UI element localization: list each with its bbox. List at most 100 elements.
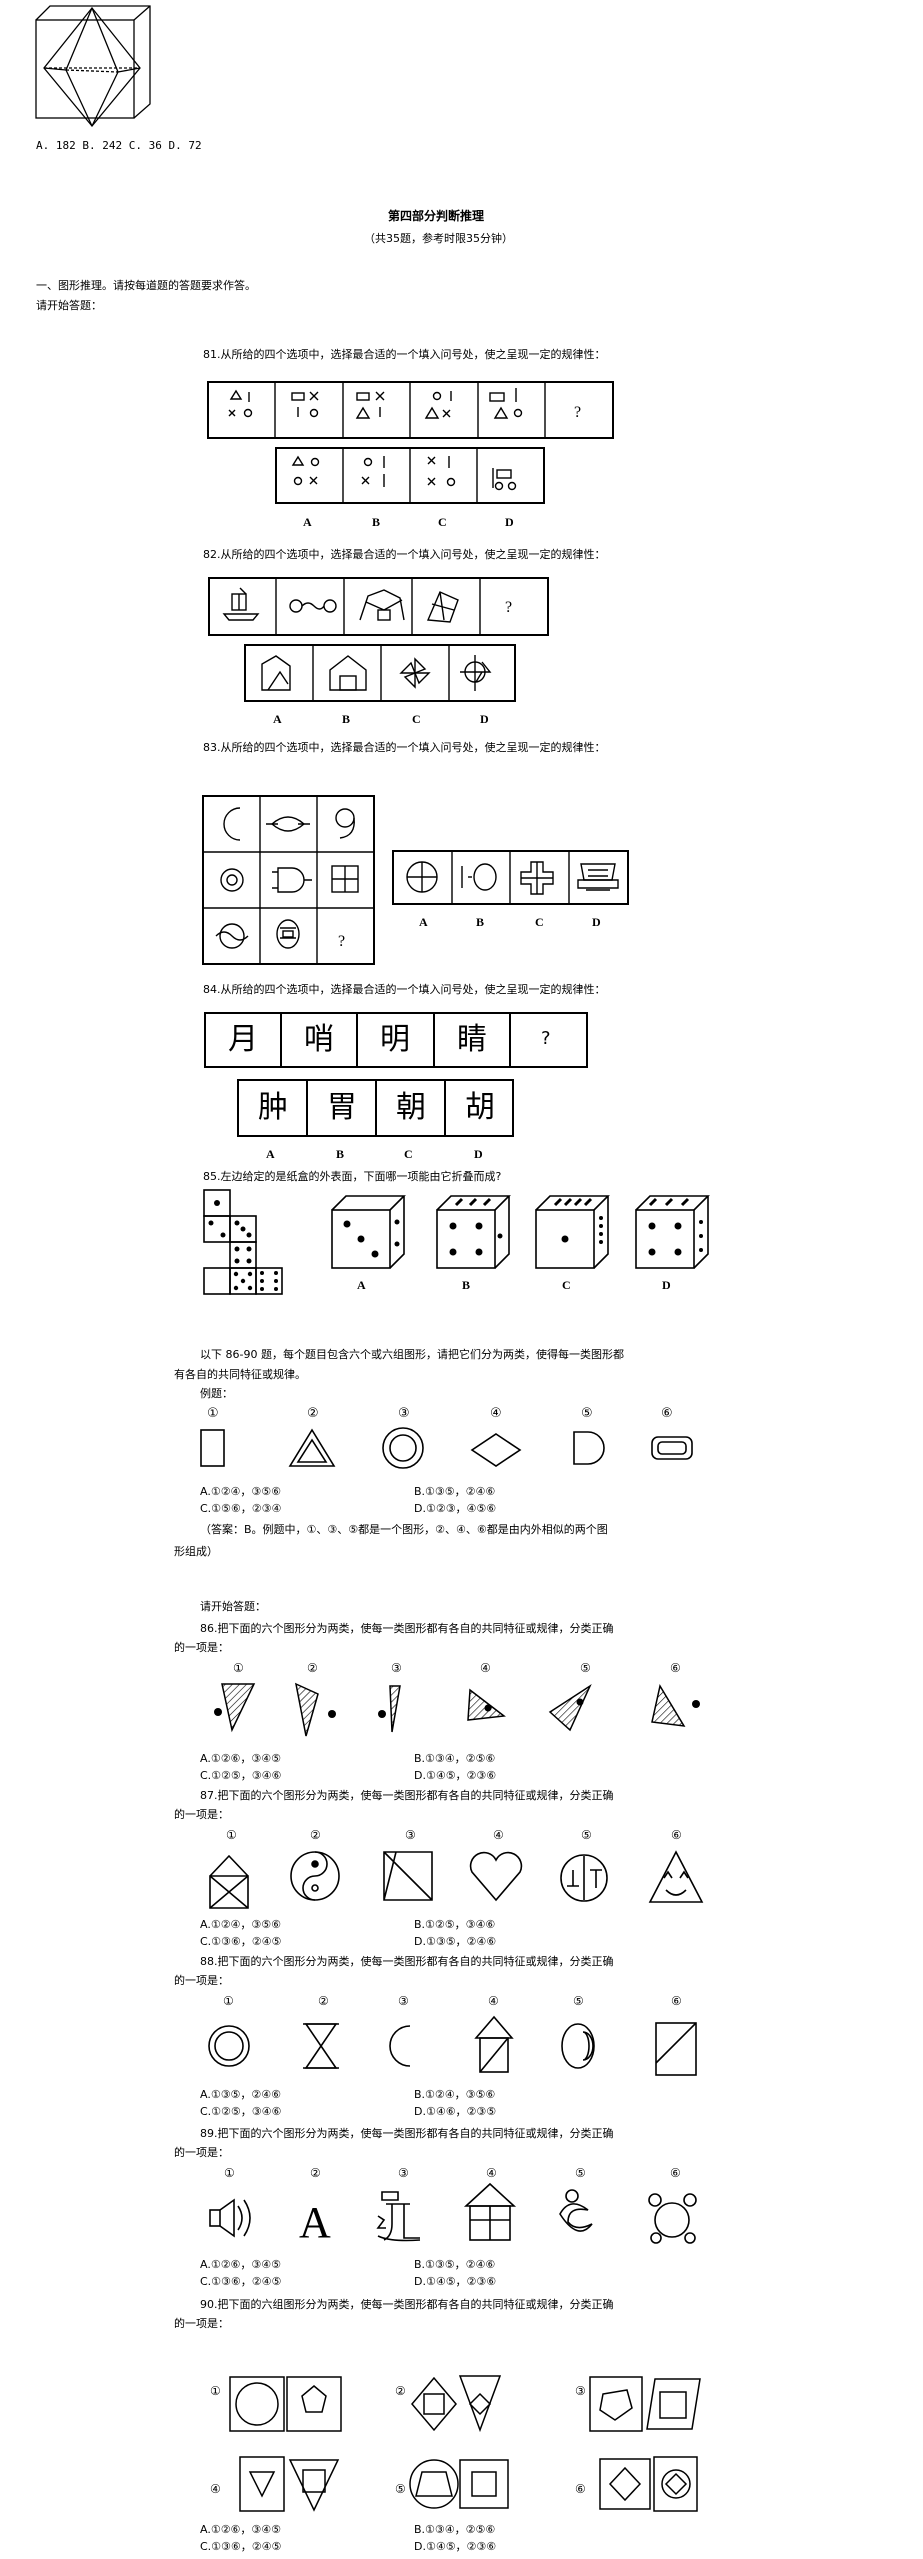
q86-text-line2: 的一项是：: [174, 1641, 229, 1654]
start-label: 请开始答题：: [36, 299, 102, 312]
q86-instruction: 把下面的六个图形分为两类，使每一类图形都有各自的共同特征或规律，分类正确: [217, 1622, 614, 1635]
q88-num-3: ③: [398, 1994, 409, 2008]
q84-char-3: 明: [380, 1022, 410, 1057]
q85-option-c[interactable]: C: [562, 1278, 571, 1292]
q85-option-b[interactable]: B: [462, 1278, 471, 1292]
q88-num-2: ②: [318, 1994, 329, 2008]
section-subtitle: （共35题，参考时限35分钟）: [364, 232, 513, 245]
q84-option-c-char[interactable]: 朝: [396, 1090, 426, 1125]
q87-num-4: ④: [493, 1828, 504, 1842]
q88-text: 88.把下面的六个图形分为两类，使每一类图形都有各自的共同特征或规律，分类正确: [200, 1955, 614, 1969]
q90-option-b[interactable]: B.①③④，②⑤⑥: [414, 2523, 496, 2536]
q84-option-b[interactable]: B: [336, 1147, 345, 1161]
top-answer-options: A. 182 B. 242 C. 36 D. 72: [36, 139, 202, 152]
q82-text: 82.从所给的四个选项中，选择最合适的一个填入问号处，使之呈现一定的规律性：: [203, 548, 606, 561]
q87-text-line2: 的一项是：: [174, 1808, 229, 1821]
q86-text: 86.把下面的六个图形分为两类，使每一类图形都有各自的共同特征或规律，分类正确: [200, 1622, 614, 1636]
q90-option-c[interactable]: C.①③⑥，②④⑤: [200, 2540, 282, 2553]
example-label: 例题：: [200, 1387, 233, 1400]
q84-option-b-char[interactable]: 胃: [327, 1090, 357, 1125]
q82-option-d[interactable]: D: [480, 712, 489, 726]
q88-option-c[interactable]: C.①②⑤，③④⑥: [200, 2105, 282, 2118]
q84-char-1: 月: [228, 1022, 258, 1057]
q82-option-a[interactable]: A: [273, 712, 282, 726]
q88-option-a[interactable]: A.①③⑤，②④⑥: [200, 2088, 281, 2101]
q84-text: 84.从所给的四个选项中，选择最合适的一个填入问号处，使之呈现一定的规律性：: [203, 983, 606, 996]
q86-option-c[interactable]: C.①②⑤，③④⑥: [200, 1769, 282, 1782]
q89-num-1: ①: [224, 2166, 235, 2180]
q90-num-2: ②: [395, 2384, 406, 2398]
q83-option-c[interactable]: C: [535, 915, 544, 929]
q87-option-c[interactable]: C.①③⑥，②④⑤: [200, 1935, 282, 1948]
q81-option-a[interactable]: A: [303, 515, 312, 529]
ex-answer-line2: 形组成）: [174, 1545, 218, 1558]
q87-option-b[interactable]: B.①②⑤，③④⑥: [414, 1918, 496, 1931]
q88-option-d[interactable]: D.①④⑥，②③⑤: [414, 2105, 497, 2118]
q83-question-mark: ?: [338, 933, 345, 950]
q82-option-c[interactable]: C: [412, 712, 421, 726]
q86-num-3: ③: [391, 1661, 402, 1675]
q90-num-6: ⑥: [575, 2482, 586, 2496]
q88-num-1: ①: [223, 1994, 234, 2008]
q87-instruction: 把下面的六个图形分为两类，使每一类图形都有各自的共同特征或规律，分类正确: [217, 1789, 614, 1802]
q84-char-4: 睛: [457, 1022, 487, 1057]
q88-num-5: ⑤: [573, 1994, 584, 2008]
q88-num-6: ⑥: [671, 1994, 682, 2008]
q90-option-d[interactable]: D.①④⑤，②③⑥: [414, 2540, 497, 2553]
q86-option-a[interactable]: A.①②⑥，③④⑤: [200, 1752, 281, 1765]
q86-option-d[interactable]: D.①④⑤，②③⑥: [414, 1769, 497, 1782]
ex-option-a: A.①②④，③⑤⑥: [200, 1485, 281, 1498]
q81-option-b[interactable]: B: [372, 515, 381, 529]
q84-option-a-char[interactable]: 肿: [258, 1090, 288, 1125]
q90-option-a[interactable]: A.①②⑥，③④⑤: [200, 2523, 281, 2536]
q89-text-line2: 的一项是：: [174, 2146, 229, 2159]
q82-option-b[interactable]: B: [342, 712, 351, 726]
q83-option-a[interactable]: A: [419, 915, 428, 929]
q81-option-d[interactable]: D: [505, 515, 514, 529]
q87-text: 87.把下面的六个图形分为两类，使每一类图形都有各自的共同特征或规律，分类正确: [200, 1789, 614, 1803]
q83-option-b[interactable]: B: [476, 915, 485, 929]
q89-option-a[interactable]: A.①②⑥，③④⑤: [200, 2258, 281, 2271]
q85-option-a[interactable]: A: [357, 1278, 366, 1292]
q87-num-1: ①: [226, 1828, 237, 1842]
ex-option-b: B.①③⑤，②④⑥: [414, 1485, 496, 1498]
q88-instruction: 把下面的六个图形分为两类，使每一类图形都有各自的共同特征或规律，分类正确: [217, 1955, 614, 1968]
q89-number: 89.: [200, 2127, 218, 2140]
q84-question-mark: ?: [541, 1028, 551, 1049]
q86-num-2: ②: [307, 1661, 318, 1675]
q87-number: 87.: [200, 1789, 218, 1802]
q88-number: 88.: [200, 1955, 218, 1968]
q87-option-d[interactable]: D.①③⑤，②④⑥: [414, 1935, 497, 1948]
ex-option-c: C.①⑤⑥，②③④: [200, 1502, 282, 1515]
q87-num-2: ②: [310, 1828, 321, 1842]
q83-option-d[interactable]: D: [592, 915, 601, 929]
q88-option-b[interactable]: B.①②④，③⑤⑥: [414, 2088, 496, 2101]
q90-number: 90.: [200, 2298, 218, 2311]
q84-char-2: 哨: [304, 1022, 334, 1057]
q89-option-c[interactable]: C.①③⑥，②④⑤: [200, 2275, 282, 2288]
q89-text: 89.把下面的六个图形分为两类，使每一类图形都有各自的共同特征或规律，分类正确: [200, 2127, 614, 2141]
q86-num-5: ⑤: [580, 1661, 591, 1675]
intro-86-90-line2: 有各自的共同特征或规律。: [174, 1368, 306, 1381]
q90-num-3: ③: [575, 2384, 586, 2398]
section-title: 第四部分判断推理: [388, 209, 485, 223]
q84-option-c[interactable]: C: [404, 1147, 413, 1161]
q90-num-5: ⑤: [395, 2482, 406, 2496]
q89-option-b[interactable]: B.①③⑤，②④⑥: [414, 2258, 496, 2271]
q87-option-a[interactable]: A.①②④，③⑤⑥: [200, 1918, 281, 1931]
q86-option-b[interactable]: B.①③④，②⑤⑥: [414, 1752, 496, 1765]
part1-title: 一、图形推理。请按每道题的答题要求作答。: [36, 279, 256, 292]
q84-option-d-char[interactable]: 胡: [465, 1090, 495, 1125]
q81-option-c[interactable]: C: [438, 515, 447, 529]
q85-option-d[interactable]: D: [662, 1278, 671, 1292]
intro-86-90-line1: 以下 86-90 题，每个题目包含六个或六组图形，请把它们分为两类，使得每一类图…: [200, 1348, 624, 1361]
ex-option-d: D.①②③，④⑤⑥: [414, 1502, 497, 1515]
q84-option-d[interactable]: D: [474, 1147, 483, 1161]
q89-option-d[interactable]: D.①④⑤，②③⑥: [414, 2275, 497, 2288]
q84-option-a[interactable]: A: [266, 1147, 275, 1161]
ex-num-1: ①: [207, 1406, 219, 1421]
q86-num-6: ⑥: [670, 1661, 681, 1675]
q89-letter-a: A: [299, 2198, 331, 2247]
q87-num-5: ⑤: [581, 1828, 592, 1842]
